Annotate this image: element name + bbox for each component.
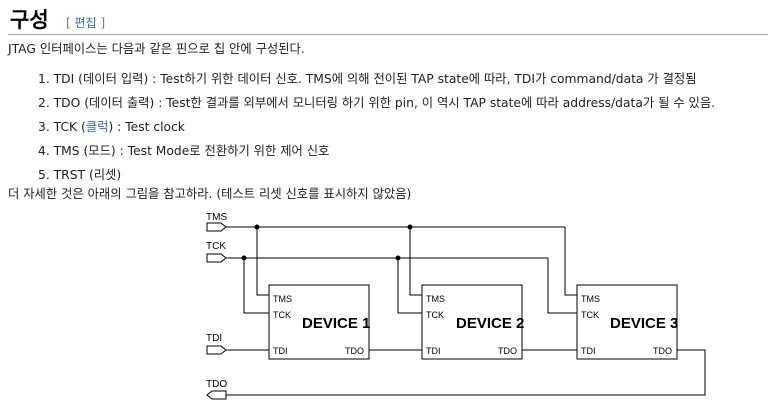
list-item-number: 1. [38,72,50,86]
list-item-text-after: ) : Test clock [108,120,185,134]
device-2-tms-pin: TMS [426,294,445,304]
device-1-tdo-pin: TDO [345,346,364,356]
device-3-tms-pin: TMS [581,294,600,304]
tdi-label: TDI [206,333,222,344]
device-3-tdi-pin: TDI [581,346,596,356]
list-item-number: 2. [38,96,50,110]
list-item: 1. TDI (데이터 입력) : Test하기 위한 데이터 신호. TMS에… [38,67,715,91]
section-heading: 구성 [ 편집 ] [8,4,768,35]
jtag-chain-diagram: TMS TCK TDI TDO [206,212,706,400]
device-2-block: TMS TCK TDI TDO DEVICE 2 [421,284,524,360]
pin-list: 1. TDI (데이터 입력) : Test하기 위한 데이터 신호. TMS에… [38,67,715,187]
device-2-label: DEVICE 2 [456,315,524,332]
note-paragraph: 더 자세한 것은 아래의 그림을 참고하라. (테스트 리셋 신호를 표시하지 … [8,187,412,201]
tms-connector: TMS [206,212,227,232]
device-2-tdi-pin: TDI [426,346,441,356]
intro-paragraph: JTAG 인터페이스는 다음과 같은 핀으로 칩 안에 구성된다. [8,42,305,56]
junction-dots [241,224,413,261]
list-item-number: 4. [38,144,50,158]
list-item-text: TDO (데이터 출력) : Test한 결과를 외부에서 모니터링 하기 위한… [53,96,716,110]
edit-bracket-open: [ [66,16,71,30]
list-item-text: TCK ( [53,120,86,134]
device-1-label: DEVICE 1 [302,315,370,332]
list-item-text: TDI (데이터 입력) : Test하기 위한 데이터 신호. TMS에 의해… [53,72,697,86]
bus-lines [226,226,706,396]
edit-section-link[interactable]: 편집 [74,16,97,30]
device-3-tdo-pin: TDO [653,346,672,356]
section-title: 구성 [10,8,49,32]
list-item: 3. TCK (클럭) : Test clock [38,115,715,139]
device-2-tdo-pin: TDO [498,346,517,356]
edit-bracket-close: ] [100,16,106,30]
list-item-number: 5. [38,168,50,182]
tdi-connector: TDI [206,333,227,355]
clock-link[interactable]: 클럭 [85,120,109,134]
device-3-label: DEVICE 3 [610,315,678,332]
list-item-number: 3. [38,120,50,134]
tdo-label: TDO [206,379,227,390]
device-1-tms-pin: TMS [273,294,292,304]
tdo-connector: TDO [206,379,227,400]
list-item: 2. TDO (데이터 출력) : Test한 결과를 외부에서 모니터링 하기… [38,91,715,115]
device-1-tck-pin: TCK [273,310,291,320]
tms-label: TMS [206,212,227,223]
list-item-text: TRST (리셋) [53,168,122,182]
list-item: 4. TMS (모드) : Test Mode로 전환하기 위한 제어 신호 [38,139,715,163]
device-2-tck-pin: TCK [426,310,444,320]
device-3-tck-pin: TCK [581,310,599,320]
device-3-block: TMS TCK TDI TDO DEVICE 3 [576,284,678,360]
list-item-text: TMS (모드) : Test Mode로 전환하기 위한 제어 신호 [53,144,330,158]
tck-label: TCK [206,241,226,252]
tck-connector: TCK [206,241,227,263]
device-1-tdi-pin: TDI [273,346,288,356]
list-item: 5. TRST (리셋) [38,163,715,187]
device-1-block: TMS TCK TDI TDO DEVICE 1 [268,284,370,360]
edit-section-link-wrapper: [ 편집 ] [66,14,105,31]
